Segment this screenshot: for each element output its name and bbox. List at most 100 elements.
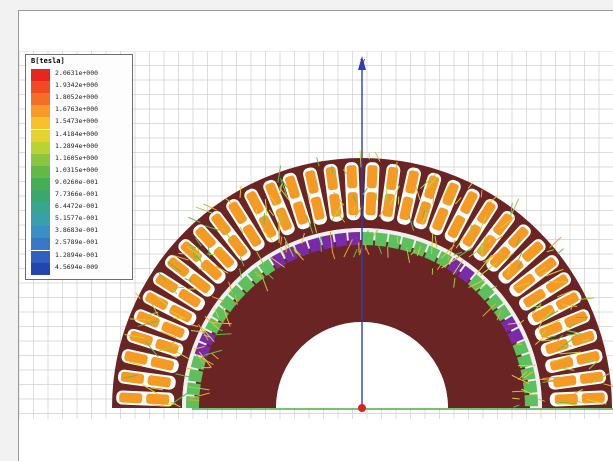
rotor-magnet — [237, 275, 255, 293]
flux-vector — [280, 178, 288, 197]
legend-label: 1.8052e+000 — [55, 93, 99, 102]
flux-vector — [279, 246, 286, 258]
flux-vector — [213, 266, 222, 270]
flux-vector — [513, 404, 520, 408]
flux-vector — [283, 236, 294, 257]
flux-vector — [198, 324, 209, 341]
flux-vector — [479, 262, 498, 276]
legend-entry: 4.5694e-009 — [31, 262, 131, 275]
rotor-magnet — [199, 329, 216, 346]
flux-vector — [467, 182, 474, 189]
legend-entry: 1.2894e-001 — [31, 250, 131, 263]
origin-marker[interactable] — [358, 404, 366, 412]
flux-vector — [191, 247, 196, 259]
flux-vector — [479, 215, 487, 231]
flux-vector — [541, 319, 561, 327]
stator-slot — [527, 290, 582, 326]
flux-vector — [511, 390, 525, 393]
legend-label: 1.9342e+000 — [55, 81, 99, 90]
flux-vector — [488, 235, 492, 243]
flux-vector — [279, 183, 283, 194]
flux-vector — [239, 226, 244, 234]
flux-vector — [375, 192, 378, 201]
flux-vector — [568, 323, 576, 329]
flux-vector — [201, 326, 215, 343]
flux-vector — [517, 260, 523, 269]
flux-vector — [511, 374, 530, 385]
flux-vector — [482, 303, 497, 317]
flux-vector — [342, 169, 350, 178]
flux-vector — [187, 399, 200, 402]
flux-vector — [211, 353, 219, 360]
flux-vector — [301, 232, 305, 244]
legend-label: 1.1605e+000 — [55, 153, 99, 162]
flux-vector — [264, 199, 268, 215]
flux-vector — [557, 338, 574, 351]
flux-vector — [588, 360, 599, 370]
flux-vector — [193, 346, 205, 350]
legend-swatch — [31, 262, 50, 275]
flux-vector — [336, 211, 346, 223]
flux-vector — [278, 220, 281, 237]
flux-vector — [222, 228, 233, 241]
flux-vector — [455, 236, 465, 249]
stator-slot — [429, 179, 461, 236]
flux-vector — [363, 243, 370, 255]
flux-vector — [512, 282, 530, 289]
flux-vector — [270, 257, 285, 268]
flux-vector — [376, 241, 383, 255]
flux-vector — [268, 209, 275, 217]
flux-vector — [312, 216, 318, 233]
stator-slot — [540, 328, 598, 357]
flux-vector — [203, 203, 218, 211]
flux-vector — [534, 337, 544, 345]
flux-vector — [432, 196, 435, 204]
flux-vector — [374, 151, 381, 162]
flux-vector — [577, 401, 587, 404]
flux-vector — [521, 388, 535, 396]
flux-vector — [541, 339, 556, 342]
flux-vector — [215, 333, 232, 336]
flux-vector — [254, 271, 262, 277]
flux-vector — [452, 259, 464, 275]
flux-vector — [453, 251, 462, 256]
flux-vector — [228, 281, 233, 295]
legend-entry: 5.1577e-001 — [31, 214, 131, 227]
rotor-magnet — [307, 237, 323, 253]
flux-vector — [203, 334, 212, 338]
legend-label: 1.6763e+000 — [55, 105, 99, 114]
flux-vector — [186, 246, 201, 257]
stator-slot — [121, 349, 179, 373]
legend-swatch — [31, 153, 50, 166]
legend-label: 3.8683e-001 — [55, 226, 99, 235]
rotor-magnet — [334, 232, 348, 248]
rotor-magnet — [477, 283, 495, 301]
flux-vector — [516, 236, 520, 246]
legend-swatch — [31, 238, 50, 251]
legend-entry: 1.0315e+000 — [31, 165, 131, 178]
flux-vector — [551, 355, 571, 363]
rotor-magnet — [188, 368, 204, 383]
legend-swatch — [31, 202, 50, 215]
flux-vector — [385, 184, 388, 205]
legend-swatch — [31, 93, 50, 106]
stator-slot — [473, 210, 515, 261]
stator-slot — [545, 349, 603, 373]
rotor-magnet — [211, 306, 230, 323]
flux-vector — [480, 189, 483, 198]
flux-vector — [239, 185, 242, 198]
flux-vector — [512, 397, 520, 400]
flux-vector — [483, 251, 501, 263]
rotor-magnet — [228, 284, 246, 303]
rotor-magnet — [194, 342, 211, 358]
flux-vector — [549, 236, 562, 249]
rotor-magnet — [186, 382, 201, 396]
flux-vector — [141, 384, 159, 395]
flux-vector — [262, 278, 269, 292]
legend-entry: 1.4184e+000 — [31, 129, 131, 142]
stator-slot — [548, 369, 607, 390]
flux-vector — [416, 246, 421, 256]
flux-vector — [479, 236, 487, 253]
